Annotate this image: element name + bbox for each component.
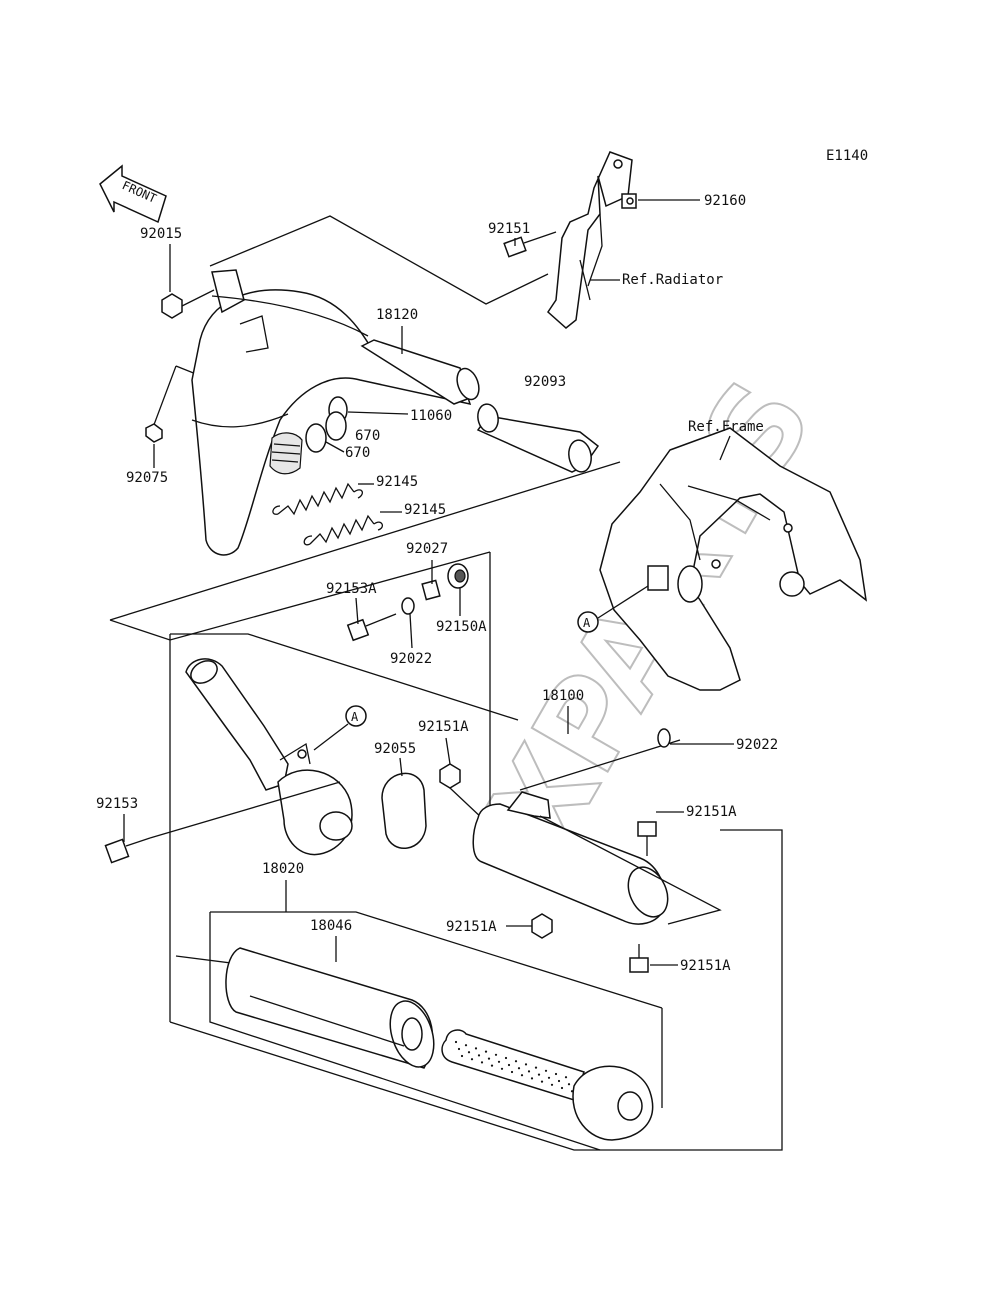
silencer-inlet-pipe bbox=[185, 658, 353, 856]
label-92055: 92055 bbox=[374, 741, 416, 757]
callout-a-upper: A bbox=[577, 611, 599, 633]
perforation-dot bbox=[537, 1073, 541, 1076]
label-92022-a: 92022 bbox=[390, 651, 432, 667]
o-ring-670-b bbox=[305, 423, 327, 453]
perforation-dot bbox=[460, 1054, 464, 1058]
label-92153: 92153 bbox=[96, 796, 138, 812]
gasket-92055 bbox=[381, 772, 427, 849]
expansion-chamber bbox=[191, 269, 480, 556]
bolt-92153 bbox=[104, 781, 341, 864]
perforated-tube bbox=[441, 1029, 585, 1101]
perforation-dot bbox=[520, 1074, 524, 1077]
label-92151A-b: 92151A bbox=[686, 804, 737, 820]
perforation-dot bbox=[560, 1086, 564, 1090]
perforation-dot bbox=[467, 1051, 471, 1054]
label-92015: 92015 bbox=[140, 226, 182, 242]
perforation-dot bbox=[510, 1070, 514, 1074]
perforation-dot bbox=[457, 1047, 461, 1051]
damper-92150a bbox=[447, 563, 469, 589]
perforation-dot bbox=[540, 1080, 544, 1083]
perforation-dot bbox=[554, 1072, 558, 1076]
perforation-dot bbox=[490, 1064, 494, 1067]
perforation-dot bbox=[544, 1069, 548, 1072]
joint-pipe-92093 bbox=[476, 403, 600, 473]
label-92151A-a: 92151A bbox=[418, 719, 469, 735]
perforation-dot bbox=[534, 1066, 538, 1069]
silencer-cover-18046 bbox=[225, 947, 435, 1069]
perforation-dot bbox=[487, 1057, 491, 1060]
frame-reference bbox=[599, 427, 868, 691]
bolt-92151a-lower-right bbox=[629, 944, 649, 973]
perforation-dot bbox=[494, 1053, 498, 1056]
label-18120: 18120 bbox=[376, 307, 418, 323]
perforation-dot bbox=[517, 1067, 521, 1070]
label-92151A-c: 92151A bbox=[446, 919, 497, 935]
perforation-dot bbox=[514, 1060, 518, 1063]
silencer-body bbox=[472, 739, 722, 925]
label-92093: 92093 bbox=[524, 374, 566, 390]
spring-92145-b bbox=[303, 514, 383, 546]
callout-a-lower: A bbox=[345, 705, 367, 727]
label-92160: 92160 bbox=[704, 193, 746, 209]
end-cap bbox=[572, 1065, 654, 1141]
label-11060: 11060 bbox=[410, 408, 452, 424]
perforation-dot bbox=[484, 1050, 488, 1053]
spring-92145-a bbox=[272, 482, 363, 516]
label-ref-frame: Ref.Frame bbox=[688, 419, 764, 435]
bolt-92153a bbox=[346, 613, 397, 642]
perforation-dot bbox=[500, 1067, 504, 1070]
perforation-dot bbox=[567, 1083, 571, 1086]
perforation-dot bbox=[524, 1063, 528, 1066]
label-18020: 18020 bbox=[262, 861, 304, 877]
front-arrow-icon: FRONT bbox=[99, 164, 167, 224]
perforation-dot bbox=[504, 1056, 508, 1060]
perforation-dot bbox=[470, 1058, 474, 1061]
perforation-dot bbox=[454, 1040, 458, 1044]
collar-92027 bbox=[421, 579, 441, 601]
label-92151: 92151 bbox=[488, 221, 530, 237]
label-18100: 18100 bbox=[542, 688, 584, 704]
label-670-a: 670 bbox=[355, 428, 380, 444]
grommet bbox=[269, 432, 303, 475]
perforation-dot bbox=[474, 1047, 478, 1050]
label-92145-a: 92145 bbox=[376, 474, 418, 490]
label-92151A-d: 92151A bbox=[680, 958, 731, 974]
label-92145-b: 92145 bbox=[404, 502, 446, 518]
label-ref-radiator: Ref.Radiator bbox=[622, 272, 723, 288]
o-ring-670-a bbox=[325, 411, 347, 441]
label-92027: 92027 bbox=[406, 541, 448, 557]
radiator-bracket bbox=[547, 151, 637, 329]
perforation-dot bbox=[547, 1076, 551, 1079]
diagram-code: E1140 bbox=[826, 148, 868, 164]
bolt-92151a-right bbox=[637, 821, 657, 856]
perforation-dot bbox=[464, 1044, 468, 1047]
label-92022-b: 92022 bbox=[736, 737, 778, 753]
perforation-dot bbox=[477, 1054, 481, 1057]
svg-text:A: A bbox=[351, 710, 359, 724]
perforation-dot bbox=[557, 1079, 561, 1083]
nut-92151a-lower bbox=[531, 913, 553, 939]
perforation-dot bbox=[564, 1076, 568, 1079]
svg-text:A: A bbox=[583, 616, 591, 630]
label-670-b: 670 bbox=[345, 445, 370, 461]
perforation-dot bbox=[480, 1061, 484, 1064]
label-92075: 92075 bbox=[126, 470, 168, 486]
washer-92022-a bbox=[401, 597, 415, 615]
perforation-dot bbox=[497, 1060, 501, 1063]
perforation-dot bbox=[507, 1063, 511, 1067]
perforation-dot bbox=[530, 1077, 534, 1080]
bolt-92151 bbox=[503, 231, 557, 258]
label-18046: 18046 bbox=[310, 918, 352, 934]
nut-92075 bbox=[145, 423, 163, 443]
nut-92015 bbox=[161, 289, 215, 319]
perforation-dot bbox=[527, 1070, 531, 1073]
label-92150A: 92150A bbox=[436, 619, 487, 635]
perforation-dot bbox=[550, 1083, 554, 1086]
label-92153A: 92153A bbox=[326, 581, 377, 597]
washer-92022-b bbox=[657, 728, 671, 748]
